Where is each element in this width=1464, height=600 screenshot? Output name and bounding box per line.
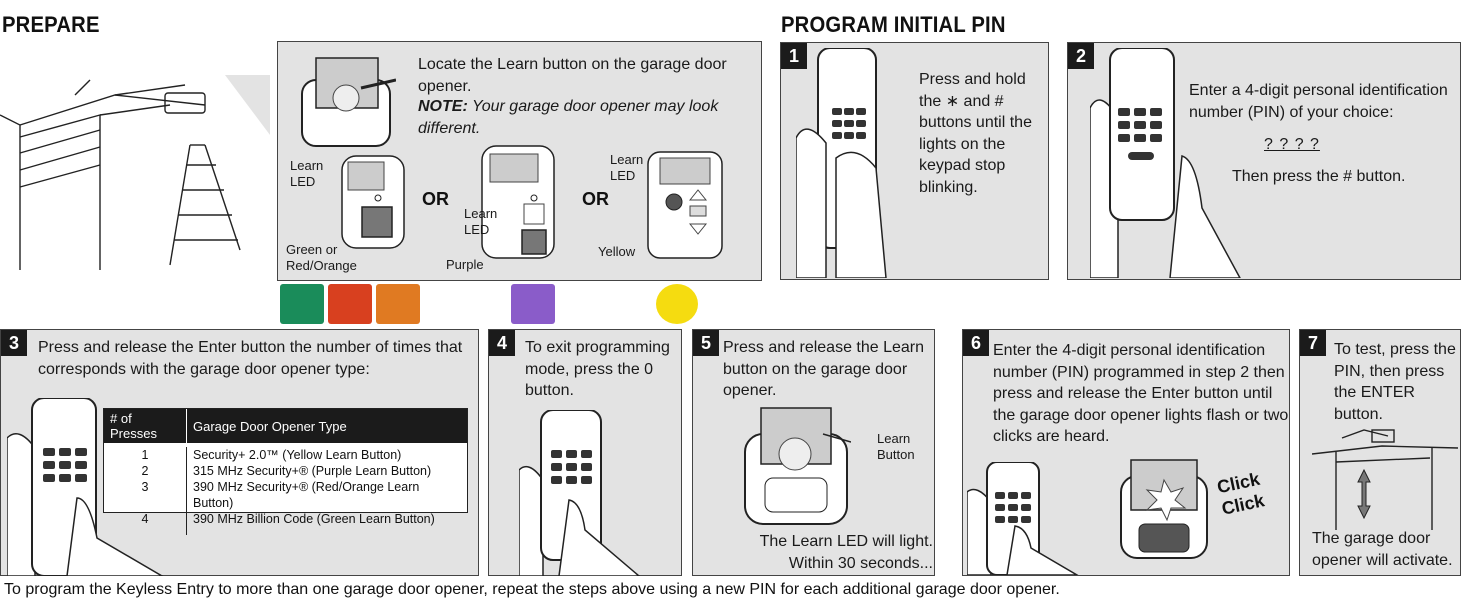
step-2-after: Then press the # button. — [1232, 168, 1406, 185]
step-6-panel: 6 Enter the 4-digit personal identificat… — [962, 329, 1290, 576]
learn-led-label-2: Learn LED — [464, 206, 498, 237]
step-5-after: The Learn LED will light. Within 30 seco… — [759, 533, 933, 572]
pin-placeholder: ? ? ? ? — [1264, 136, 1320, 153]
learn-button-purple-icon — [481, 145, 555, 259]
step-6-number: 6 — [963, 330, 989, 356]
garage-door-icon — [1312, 429, 1458, 530]
swatch-green — [280, 284, 324, 324]
step-4-panel: 4 To exit programming mode, press the 0 … — [488, 329, 682, 576]
or-label-1: OR — [422, 189, 449, 209]
table-row: 4 390 MHz Billion Code (Green Learn Butt… — [104, 511, 467, 527]
prepare-instruction: Locate the Learn button on the garage do… — [418, 56, 727, 95]
table-row: 1 Security+ 2.0™ (Yellow Learn Button) — [104, 447, 467, 463]
step-7-after: The garage door opener will activate. — [1312, 530, 1453, 569]
prepare-note: NOTE: Your garage door opener may look d… — [418, 96, 748, 139]
note-text: Your garage door opener may look differe… — [418, 98, 719, 137]
learn-led-label-1: Learn LED — [290, 158, 324, 189]
swatch-red — [328, 284, 372, 324]
color-label-1: Green or Red/Orange — [286, 242, 357, 273]
keypad-enter-icon — [1090, 48, 1241, 278]
table-header-type: Garage Door Opener Type — [186, 409, 467, 443]
step-6-text: Enter the 4-digit personal identificatio… — [993, 342, 1289, 445]
garage-ladder-illustration — [0, 75, 270, 270]
program-heading: PROGRAM INITIAL PIN — [781, 12, 1006, 37]
or-label-2: OR — [582, 189, 609, 209]
prepare-heading: PREPARE — [2, 12, 100, 37]
color-label-2: Purple — [446, 257, 484, 272]
note-label: NOTE: — [418, 98, 468, 115]
color-label-3: Yellow — [598, 244, 636, 259]
presses-table: # of Presses Garage Door Opener Type 1 S… — [103, 408, 468, 535]
step-2-panel: 2 Enter a 4-digit personal identificatio… — [1067, 42, 1461, 280]
learn-button-green-icon — [341, 155, 405, 249]
keypad-hand-icon — [796, 48, 887, 278]
keypad-hand-step6-icon — [967, 462, 1079, 575]
step-4-number: 4 — [489, 330, 515, 356]
step-3-text: Press and release the Enter button the n… — [38, 339, 463, 378]
step-2-text: Enter a 4-digit personal identification … — [1189, 82, 1448, 121]
step-3-panel: 3 Press and release the Enter button the… — [0, 329, 479, 576]
step-7-panel: 7 To test, press the PIN, then press the… — [1299, 329, 1461, 576]
footer-note: To program the Keyless Entry to more tha… — [4, 581, 1060, 598]
step-1-number: 1 — [781, 43, 807, 69]
step-2-number: 2 — [1068, 43, 1094, 69]
swatch-yellow — [656, 284, 698, 324]
opener-flash-icon — [1120, 459, 1208, 559]
opener-learn-icon — [744, 407, 851, 525]
learn-led-label-3: Learn LED — [610, 152, 644, 183]
click-click-text: Click Click — [1215, 468, 1267, 519]
step-5-text: Press and release the Learn button on th… — [723, 339, 925, 399]
prepare-panel: Locate the Learn button on the garage do… — [277, 41, 762, 281]
table-row: 3 390 MHz Security+® (Red/Orange Learn B… — [104, 479, 467, 511]
swatch-purple — [511, 284, 555, 324]
opener-illustration — [301, 57, 396, 147]
keypad-zero-icon — [519, 410, 641, 576]
step-5-panel: 5 Press and release the Learn button on … — [692, 329, 935, 576]
step-7-number: 7 — [1300, 330, 1326, 356]
step-3-number: 3 — [1, 330, 27, 356]
learn-button-label: Learn Button — [877, 431, 915, 462]
step-1-panel: 1 Press and hold the ∗ and # buttons unt… — [780, 42, 1049, 280]
table-header-presses: # of Presses — [104, 409, 187, 443]
table-row: 2 315 MHz Security+® (Purple Learn Butto… — [104, 463, 467, 479]
step-4-text: To exit programming mode, press the 0 bu… — [525, 339, 670, 399]
swatch-orange — [376, 284, 420, 324]
step-7-text: To test, press the PIN, then press the E… — [1334, 341, 1456, 423]
step-1-text: Press and hold the ∗ and # buttons until… — [919, 71, 1032, 196]
learn-button-yellow-icon — [647, 151, 723, 259]
step-5-number: 5 — [693, 330, 719, 356]
keypad-hand-step3-icon — [7, 398, 164, 576]
